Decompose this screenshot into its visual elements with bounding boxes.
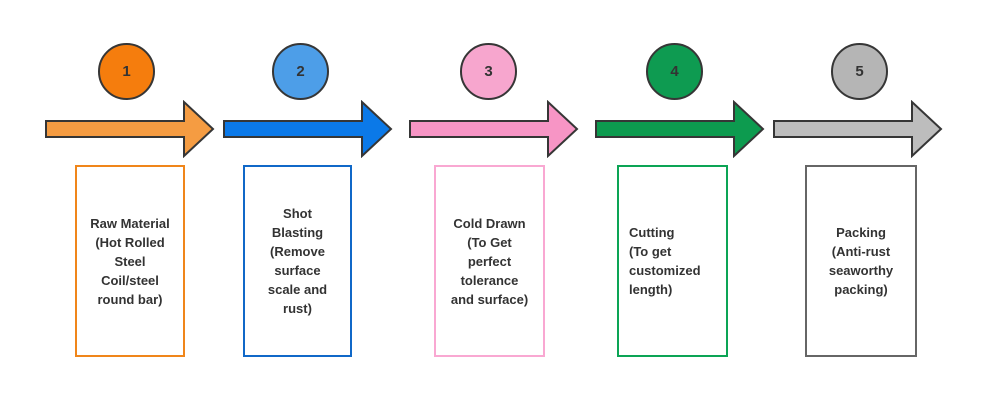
step-description-box: Cold Drawn (To Get perfect tolerance and…: [434, 165, 545, 357]
step-description-box: Raw Material (Hot Rolled Steel Coil/stee…: [75, 165, 185, 357]
step-description: Shot Blasting (Remove surface scale and …: [267, 206, 328, 316]
step-number: 5: [855, 63, 864, 80]
step-description-box: Shot Blasting (Remove surface scale and …: [243, 165, 352, 357]
step-description-box: Packing (Anti-rust seaworthy packing): [805, 165, 917, 357]
arrow-right-icon: [223, 100, 393, 158]
step-description: Packing (Anti-rust seaworthy packing): [828, 225, 894, 297]
arrow-shape: [409, 100, 579, 158]
step-number-badge: 5: [831, 43, 888, 100]
step-number: 2: [296, 63, 305, 80]
step-number: 4: [670, 63, 679, 80]
arrow-shape: [223, 100, 393, 158]
step-number: 3: [484, 63, 493, 80]
arrow-right-icon: [773, 100, 943, 158]
step-number: 1: [122, 63, 131, 80]
step-number-badge: 2: [272, 43, 329, 100]
step-number-badge: 4: [646, 43, 703, 100]
arrow-right-icon: [409, 100, 579, 158]
step-number-badge: 1: [98, 43, 155, 100]
arrow-right-icon: [45, 100, 215, 158]
arrow-shape: [45, 100, 215, 158]
step-number-badge: 3: [460, 43, 517, 100]
step-description: Cold Drawn (To Get perfect tolerance and…: [450, 215, 529, 307]
step-description-box: Cutting (To get customized length): [617, 165, 728, 357]
step-description: Raw Material (Hot Rolled Steel Coil/stee…: [90, 215, 170, 307]
arrow-shape: [773, 100, 943, 158]
arrow-right-icon: [595, 100, 765, 158]
arrow-shape: [595, 100, 765, 158]
step-description: Cutting (To get customized length): [629, 225, 701, 297]
